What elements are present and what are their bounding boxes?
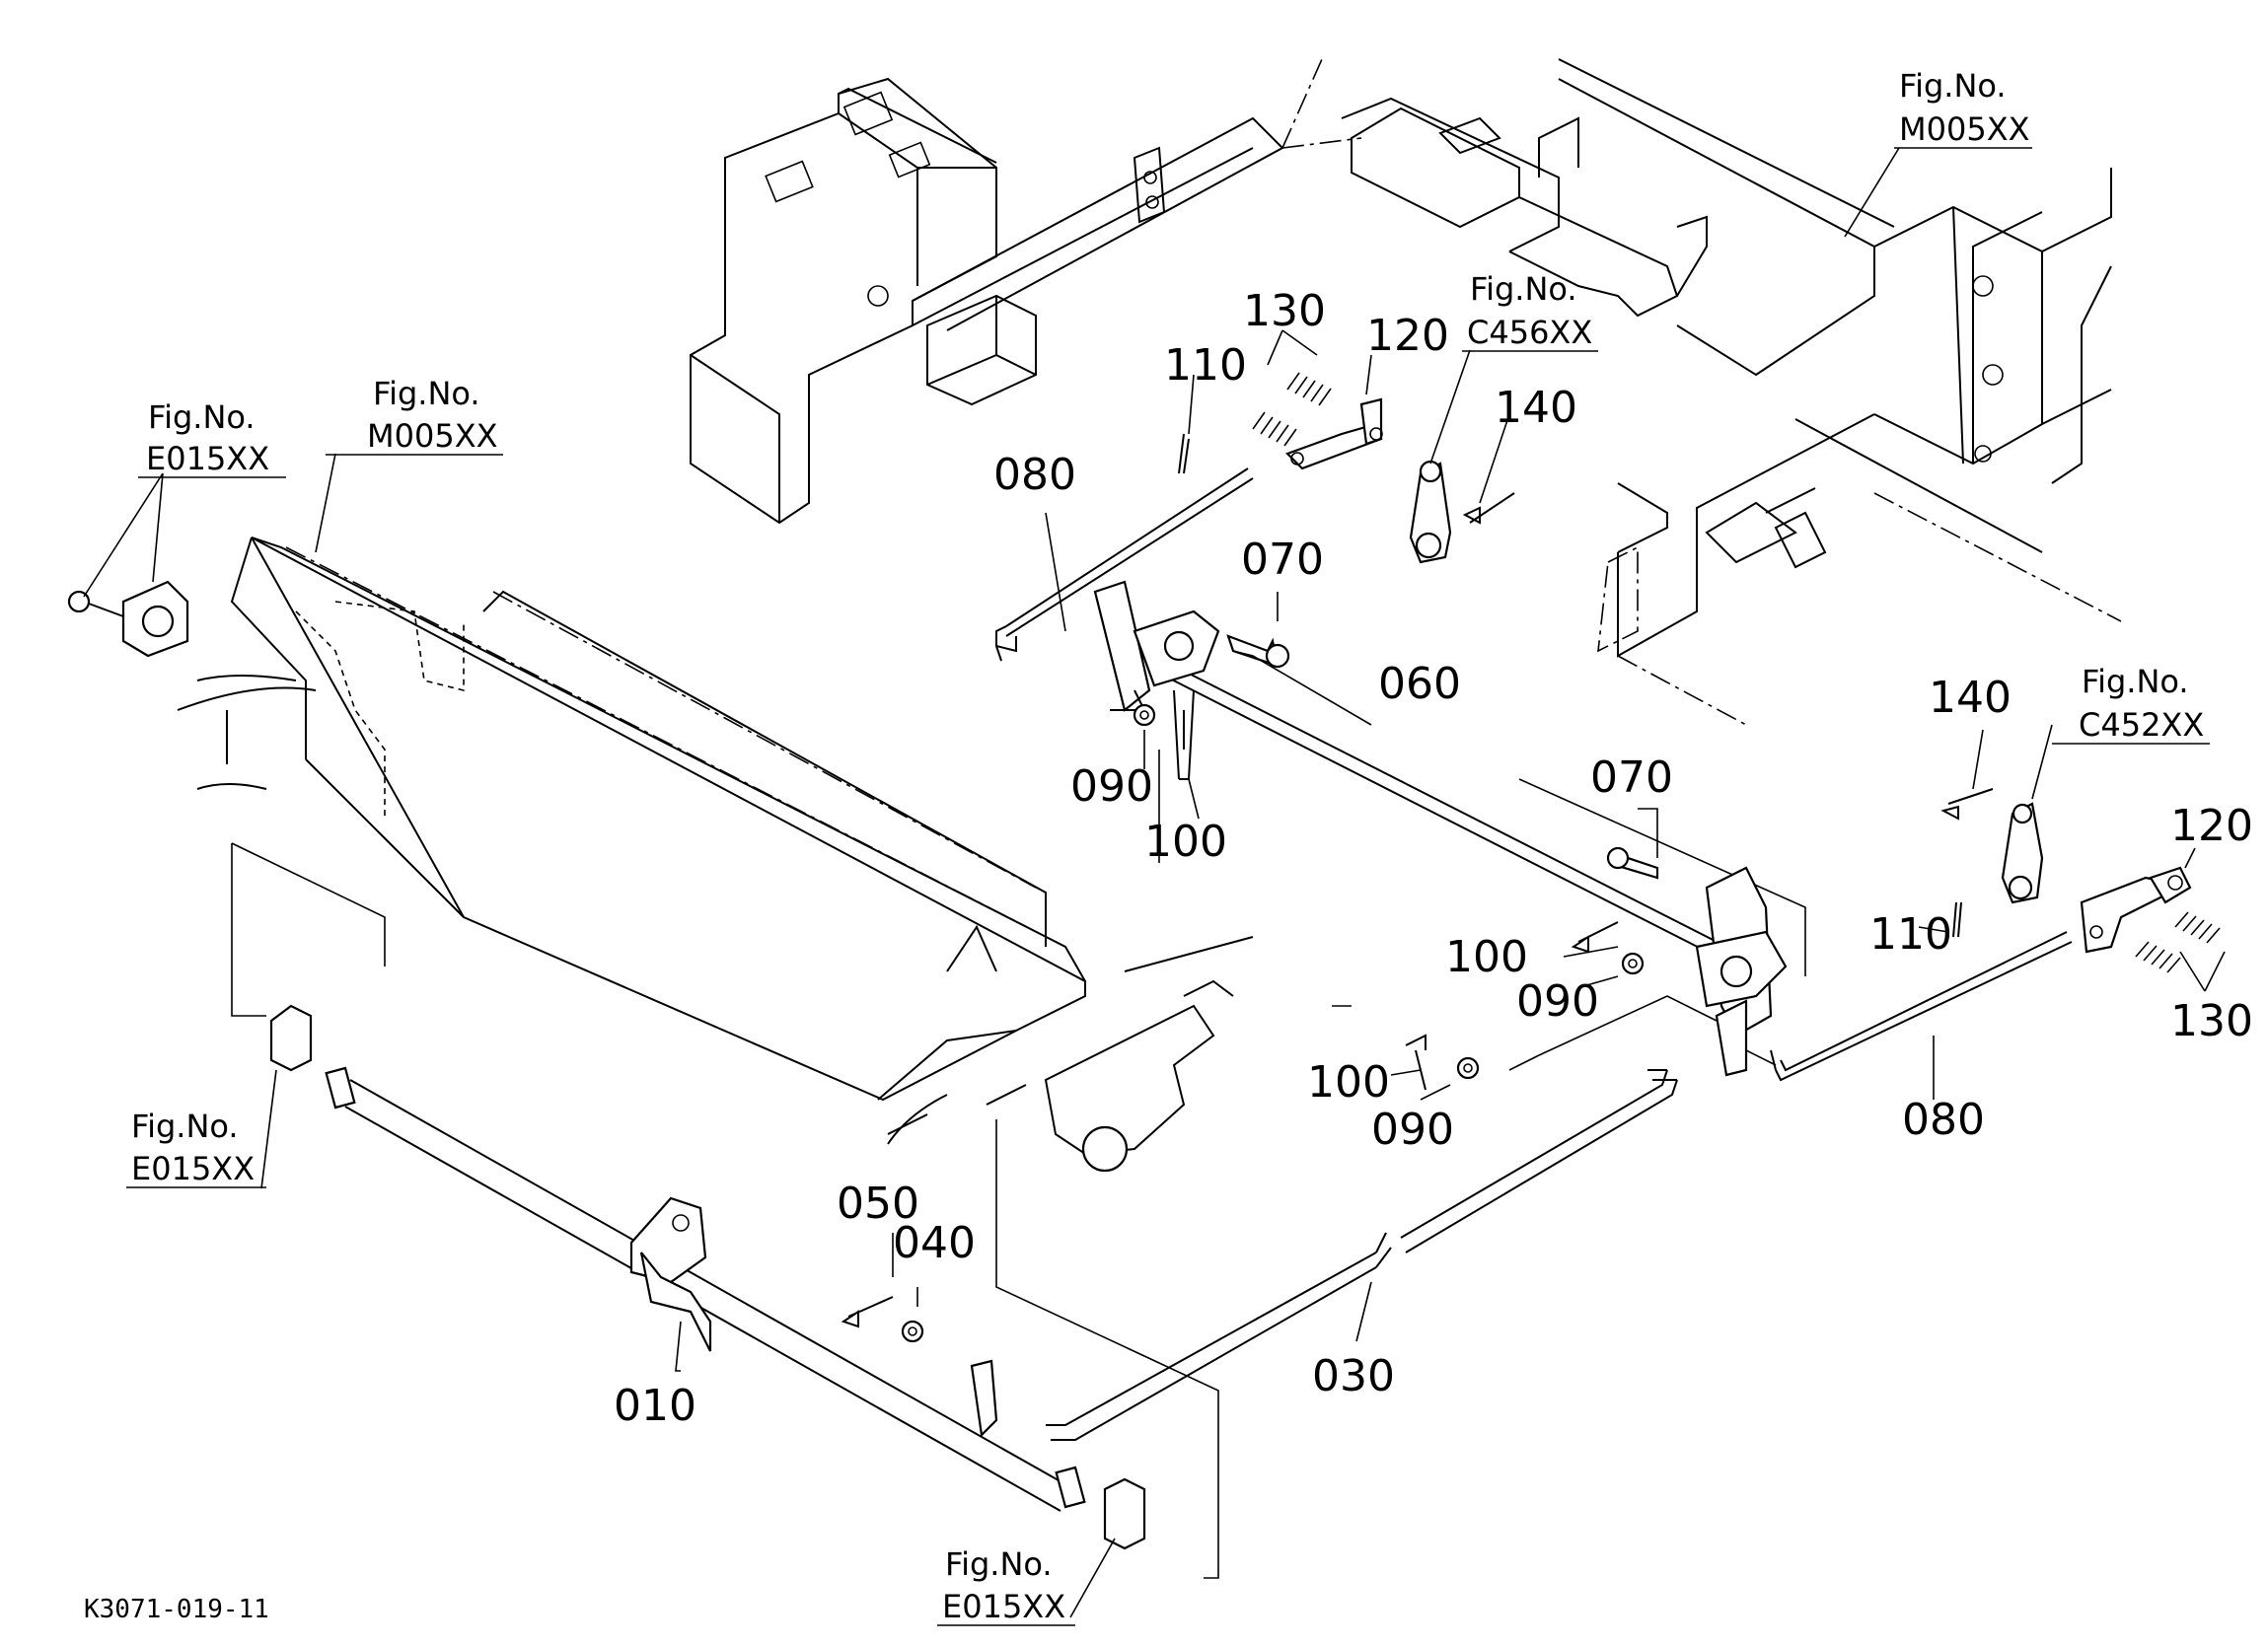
fig-ref-code: C452XX [2079,706,2204,744]
fig-ref-prefix: Fig.No. [148,398,256,436]
callout-070-b: 070 [1590,752,1673,803]
small-hardware [67,433,1962,1343]
drawing-id: K3071-019-11 [84,1595,269,1624]
rod-030 [1046,1069,1678,1441]
lever-assembly-right [1940,788,2044,904]
callout-080-a: 080 [993,450,1076,500]
fig-ref-code: E015XX [942,1588,1065,1625]
callout-130-b: 130 [2170,996,2253,1046]
callout-140-a: 140 [1495,383,1577,433]
fig-ref-code: M005XX [1899,110,2030,148]
fig-ref-prefix: Fig.No. [1470,270,1577,308]
spring-assembly-left [1252,372,1383,470]
fig-ref-code: C456XX [1467,314,1592,351]
fig-ref-c452: Fig.No. C452XX [2052,663,2210,745]
spring-assembly-right [2080,866,2221,973]
callout-080-b: 080 [1902,1095,1985,1145]
callout-100-a: 100 [1144,817,1227,867]
fig-ref-prefix: Fig.No. [945,1545,1053,1583]
callout-050: 050 [837,1179,919,1229]
fig-ref-e015-topleft: Fig.No. E015XX [138,398,286,478]
callout-090-b: 090 [1516,976,1599,1027]
rod-080-right [1770,931,2073,1082]
callout-040: 040 [893,1218,976,1268]
fig-ref-code: E015XX [131,1150,255,1187]
fig-ref-code: E015XX [146,440,269,477]
fig-ref-code: M005XX [367,417,498,455]
callout-090-a: 090 [1070,761,1153,812]
callout-110-a: 110 [1164,340,1247,391]
shaft-assembly-010 [269,1004,1146,1550]
callout-100-b: 100 [1445,932,1528,982]
callout-070-a: 070 [1241,535,1324,585]
fig-ref-prefix: Fig.No. [131,1108,239,1145]
callout-labels: 010 030 040 050 060 070 070 080 080 090 … [614,286,2253,1431]
main-frame-drawing [177,58,2122,1173]
fig-ref-c456: Fig.No. C456XX [1462,270,1598,352]
callout-120-a: 120 [1366,311,1449,361]
callout-120-b: 120 [2170,801,2253,851]
fig-ref-prefix: Fig.No. [373,375,480,412]
callout-140-b: 140 [1929,673,2012,723]
callout-110-b: 110 [1869,909,1952,960]
fig-ref-m005-left: Fig.No. M005XX [326,375,503,456]
fig-ref-m005-top: Fig.No. M005XX [1894,67,2032,149]
fig-ref-prefix: Fig.No. [2082,663,2189,700]
callout-030: 030 [1312,1351,1395,1401]
fig-ref-prefix: Fig.No. [1899,67,2007,105]
callout-100-c: 100 [1307,1057,1390,1108]
fig-ref-e015-left: Fig.No. E015XX [126,1108,266,1188]
callout-leaders [83,147,2226,1618]
callout-010: 010 [614,1381,696,1431]
shaft-assembly-060 [1093,580,1788,1077]
callout-060: 060 [1378,659,1461,709]
callout-130-a: 130 [1243,286,1326,336]
assembly-lines [231,750,1806,1579]
lever-assembly-left [1409,460,1515,564]
callout-090-c: 090 [1371,1105,1454,1155]
rod-080-left [995,467,1254,662]
fig-ref-e015-bottom: Fig.No. E015XX [937,1545,1075,1626]
